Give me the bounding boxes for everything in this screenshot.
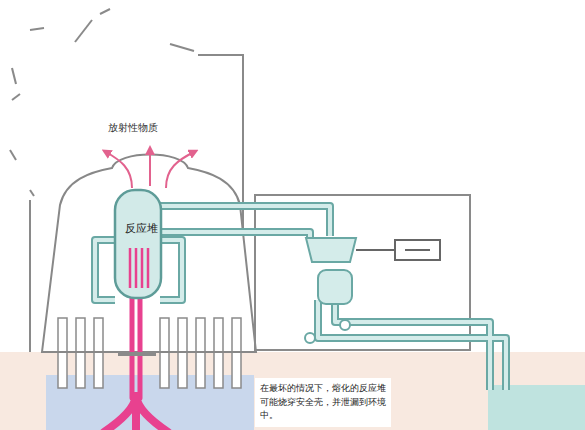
note-text: 在最坏的情况下，熔化的反应堆可能烧穿安全壳，并泄漏到环境中。: [260, 382, 386, 423]
turbine-set: [305, 238, 440, 343]
reactor-label: 反应堆: [113, 188, 169, 235]
release-arrows: [106, 150, 194, 188]
vessel-outline: [113, 188, 163, 300]
pool: [488, 385, 585, 430]
turbine-hall: [255, 195, 470, 350]
note-box: 在最坏的情况下，熔化的反应堆可能烧穿安全壳，并泄漏到环境中。: [255, 378, 391, 427]
reactor-vessel: 反应堆: [113, 188, 169, 300]
ground: [0, 352, 585, 430]
molten-core: [104, 298, 168, 430]
release-label: 放射性物质: [108, 121, 158, 135]
